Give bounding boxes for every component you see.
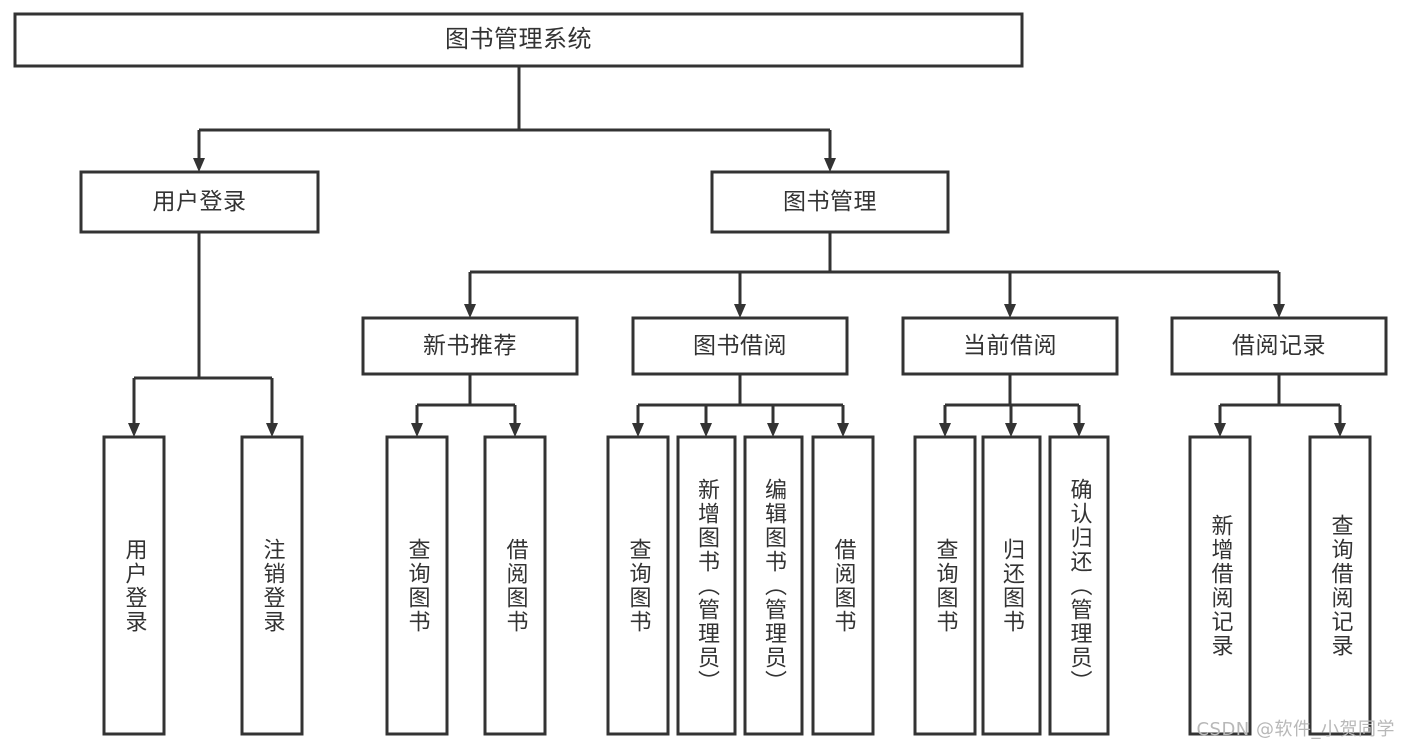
connector-borrowbooks-to-leaves [632, 374, 849, 437]
node-box-user-login[interactable] [79, 170, 320, 234]
node-box-new-book-recommend[interactable] [361, 316, 579, 376]
arrowhead-leaf-edit-book [767, 423, 779, 437]
arrowhead-leaf-return-book [1005, 423, 1017, 437]
arrowhead-leaf-add-book [700, 423, 712, 437]
connector-borrowrecord-to-leaves [1214, 374, 1346, 437]
arrowhead-leaf-query-book-c [939, 423, 951, 437]
arrowhead-user-login [193, 158, 205, 172]
arrowhead-leaf-add-record [1214, 423, 1226, 437]
node-box-leaf-query-record[interactable] [1308, 435, 1372, 736]
node-box-book-borrow[interactable] [631, 316, 849, 376]
node-box-current-borrow[interactable] [901, 316, 1119, 376]
arrowhead-leaf-query-record [1334, 423, 1346, 437]
arrowhead-book-mgmt [824, 158, 836, 172]
node-box-leaf-logout[interactable] [240, 435, 304, 736]
node-box-leaf-query-book-a[interactable] [385, 435, 449, 736]
node-box-root[interactable] [13, 12, 1024, 68]
node-box-leaf-borrow-book-a[interactable] [483, 435, 547, 736]
arrowhead-current-borrow [1004, 304, 1016, 318]
arrowhead-borrow-record [1273, 304, 1285, 318]
node-box-leaf-confirm-return[interactable] [1048, 435, 1110, 736]
arrowhead-leaf-confirm-return [1073, 423, 1085, 437]
arrowhead-leaf-borrow-book-b [837, 423, 849, 437]
connector-userlogin-to-leaves [128, 232, 278, 437]
node-box-leaf-add-book[interactable] [676, 435, 737, 736]
node-box-leaf-return-book[interactable] [981, 435, 1042, 736]
node-box-leaf-user-login[interactable] [102, 435, 166, 736]
node-box-leaf-query-book-b[interactable] [606, 435, 670, 736]
arrowhead-leaf-query-book-b [632, 423, 644, 437]
arrowhead-leaf-borrow-book-a [509, 423, 521, 437]
connector-newbooks-to-leaves [411, 374, 521, 437]
node-box-leaf-borrow-book-b[interactable] [811, 435, 875, 736]
node-box-book-management[interactable] [710, 170, 950, 234]
arrowhead-leaf-logout [266, 423, 278, 437]
node-box-borrow-record[interactable] [1170, 316, 1388, 376]
node-box-leaf-edit-book[interactable] [743, 435, 804, 736]
arrowhead-leaf-query-book-a [411, 423, 423, 437]
arrowhead-borrow-books [734, 304, 746, 318]
arrowhead-leaf-user-login [128, 423, 140, 437]
connector-bookmgmt-to-level2 [464, 232, 1285, 318]
connector-currentborrow-to-leaves [939, 374, 1085, 437]
connector-root-to-level1 [193, 66, 836, 172]
arrowhead-new-books [464, 304, 476, 318]
node-box-leaf-add-record[interactable] [1188, 435, 1252, 736]
node-box-leaf-query-book-c[interactable] [913, 435, 977, 736]
